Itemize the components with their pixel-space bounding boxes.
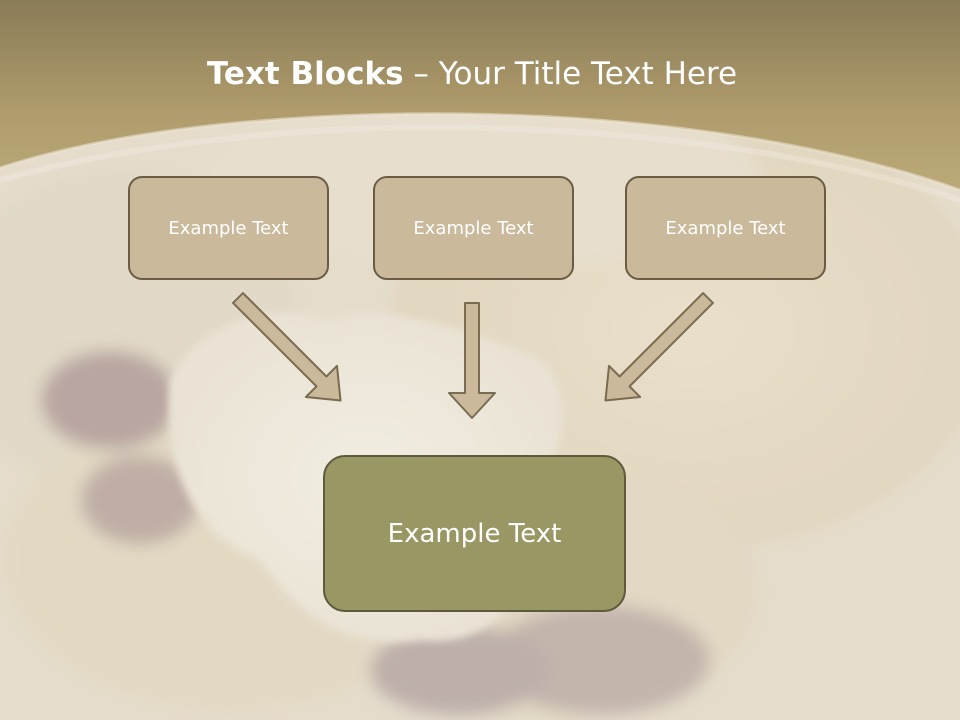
text-block-2[interactable]: Example Text: [373, 176, 574, 280]
text-block-2-label: Example Text: [413, 217, 534, 239]
main-text-block[interactable]: Example Text: [323, 455, 626, 612]
text-block-1[interactable]: Example Text: [128, 176, 329, 280]
text-block-1-label: Example Text: [168, 217, 289, 239]
slide-title: Text Blocks – Your Title Text Here: [0, 52, 944, 96]
title-dash: –: [413, 56, 429, 92]
text-block-3[interactable]: Example Text: [625, 176, 826, 280]
text-block-3-label: Example Text: [665, 217, 786, 239]
main-text-block-label: Example Text: [387, 518, 562, 549]
title-bold-part: Text Blocks: [206, 56, 404, 92]
title-rest-part: Your Title Text Here: [438, 56, 738, 92]
